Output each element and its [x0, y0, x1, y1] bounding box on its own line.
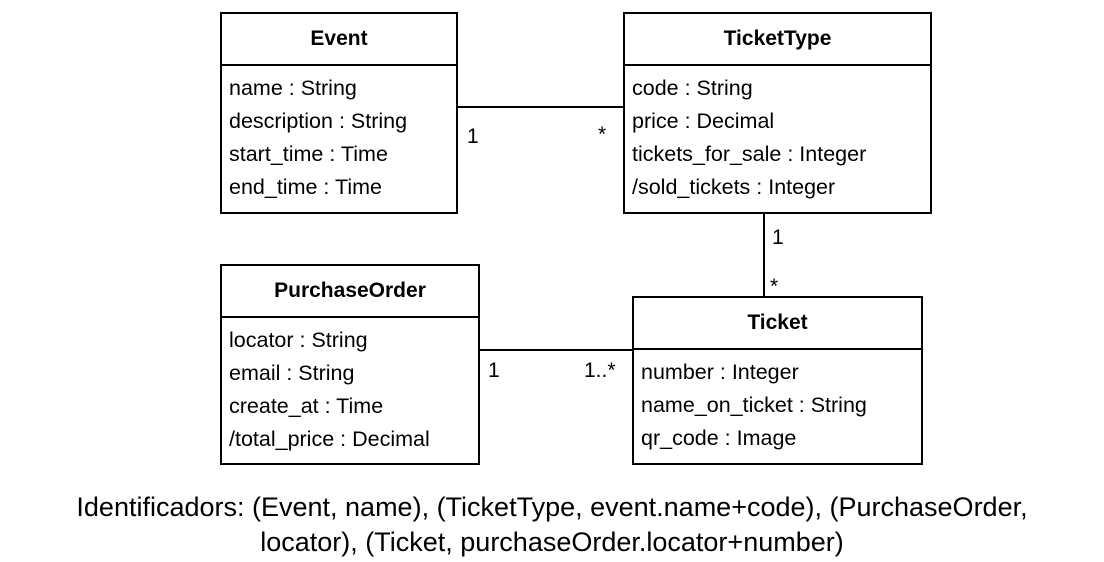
attribute-list: name : String description : String start… [222, 66, 456, 204]
attribute: locator : String [229, 328, 368, 352]
attribute: price : Decimal [632, 109, 775, 133]
attribute: /total_price : Decimal [229, 427, 430, 451]
attribute: create_at : Time [229, 394, 384, 418]
attribute-list: code : String price : Decimal tickets_fo… [625, 66, 930, 204]
class-purchaseorder: PurchaseOrder locator : String email : S… [220, 264, 480, 465]
class-tickettype: TicketType code : String price : Decimal… [623, 12, 932, 214]
class-name: PurchaseOrder [222, 266, 478, 318]
attribute: tickets_for_sale : Integer [632, 142, 867, 166]
class-name: Ticket [634, 298, 921, 350]
attribute-list: number : Integer name_on_ticket : String… [634, 350, 921, 455]
multiplicity-purchaseorder-end: 1 [488, 359, 500, 382]
identifiers-caption: Identificadors: (Event, name), (TicketTy… [0, 490, 1104, 560]
attribute: start_time : Time [229, 142, 388, 166]
multiplicity-ticket-from-tickettype: * [770, 275, 779, 298]
attribute: end_time : Time [229, 175, 382, 199]
attribute: description : String [229, 109, 408, 133]
class-ticket: Ticket number : Integer name_on_ticket :… [632, 296, 923, 465]
attribute: email : String [229, 361, 355, 385]
multiplicity-event-end: 1 [467, 125, 479, 148]
class-event: Event name : String description : String… [220, 12, 458, 214]
attribute: code : String [632, 76, 753, 100]
attribute-list: locator : String email : String create_a… [222, 318, 478, 456]
attribute: name_on_ticket : String [641, 393, 867, 417]
multiplicity-tickettype-end: * [598, 123, 607, 146]
attribute: qr_code : Image [641, 426, 797, 450]
attribute: name : String [229, 76, 357, 100]
class-name: TicketType [625, 14, 930, 66]
multiplicity-ticket-from-purchaseorder: 1..* [584, 359, 616, 382]
multiplicity-tickettype-to-ticket: 1 [772, 226, 784, 249]
caption-line-2: locator), (Ticket, purchaseOrder.locator… [260, 527, 844, 557]
attribute: number : Integer [641, 360, 799, 384]
attribute: /sold_tickets : Integer [632, 175, 836, 199]
caption-line-1: Identificadors: (Event, name), (TicketTy… [76, 492, 1028, 522]
class-name: Event [222, 14, 456, 66]
